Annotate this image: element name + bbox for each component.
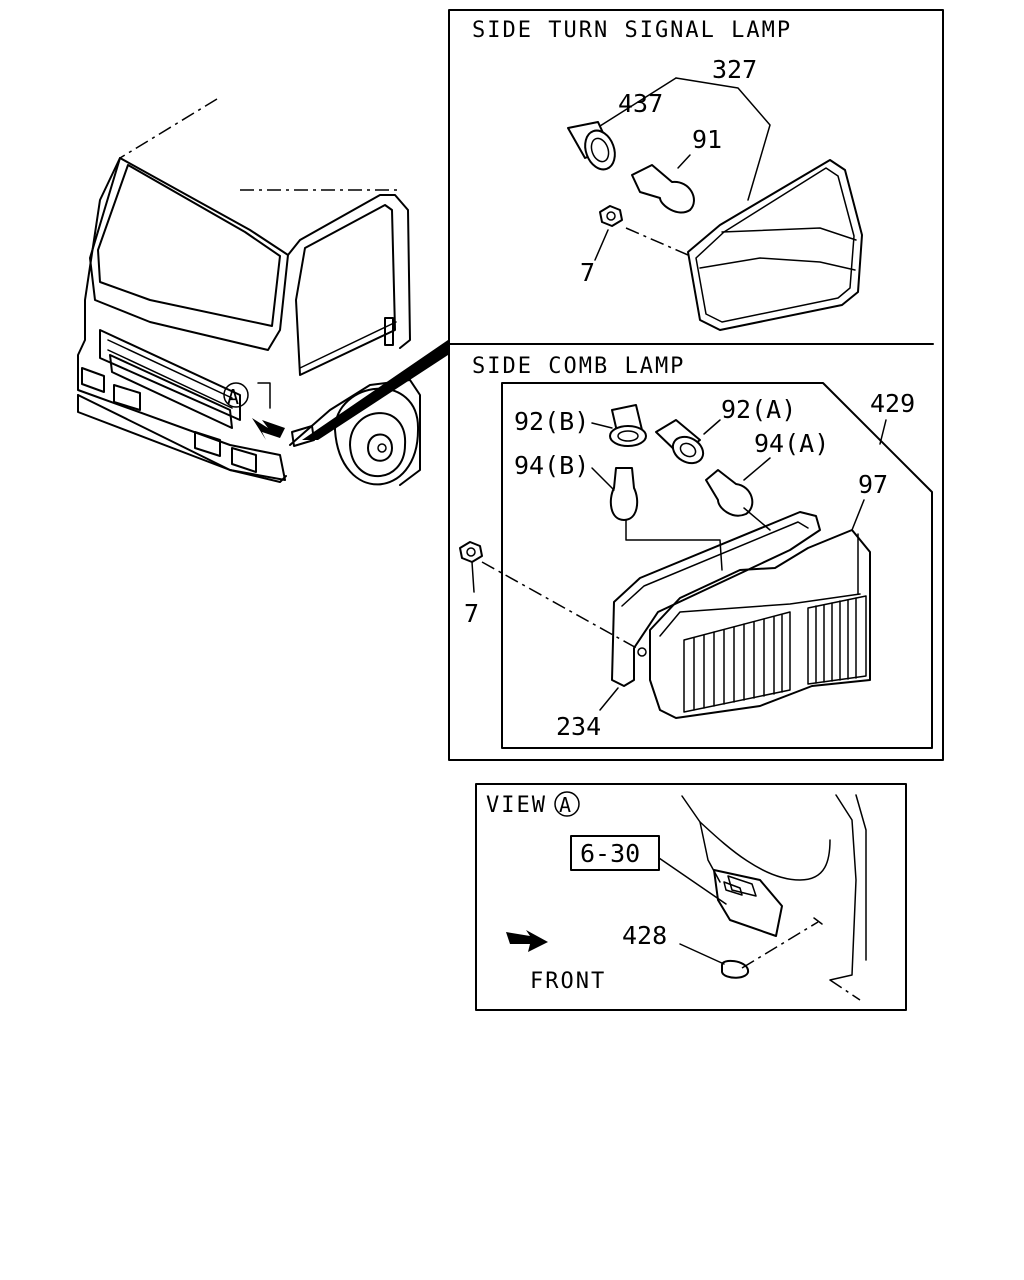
view-marker: A	[559, 793, 571, 817]
view-fender-drawing	[681, 794, 867, 1001]
callout-428: 428	[622, 921, 667, 950]
bulb-91	[631, 164, 695, 214]
callout-94b: 94(B)	[514, 451, 589, 480]
callout-92b: 92(B)	[514, 407, 589, 436]
callout-429: 429	[870, 389, 915, 418]
truck-cab-drawing: A	[77, 98, 448, 486]
view-title: VIEW	[486, 793, 547, 818]
detail-frame	[448, 9, 944, 761]
bulb-94b	[609, 467, 639, 521]
socket-92b	[609, 404, 647, 447]
bulb-94a	[705, 469, 754, 517]
side-turn-title: SIDE TURN SIGNAL LAMP	[472, 18, 792, 43]
side-comb-title: SIDE COMB LAMP	[472, 354, 685, 379]
front-label: FRONT	[530, 969, 606, 994]
reference-box	[570, 835, 660, 871]
nut-7-top	[599, 205, 623, 227]
comb-lamp-housing	[611, 511, 871, 719]
overview-marker: A	[227, 385, 239, 409]
front-arrow-icon	[506, 930, 548, 952]
comb-lamp-assy-frame	[501, 382, 933, 749]
callout-327: 327	[712, 55, 757, 84]
callout-234: 234	[556, 712, 601, 741]
callout-437: 437	[618, 89, 663, 118]
socket-437	[567, 121, 616, 171]
turn-lamp-housing	[687, 159, 863, 331]
callout-91: 91	[692, 125, 722, 154]
callout-7-top: 7	[580, 258, 595, 287]
callout-94a: 94(A)	[754, 429, 829, 458]
nut-7-bottom	[459, 541, 483, 563]
callout-7-bottom: 7	[464, 599, 479, 628]
reference-label: 6-30	[580, 839, 640, 868]
view-frame	[475, 783, 907, 1011]
callout-97: 97	[858, 470, 888, 499]
socket-92a	[655, 419, 705, 465]
view-arrow-icon	[252, 418, 285, 440]
callout-92a: 92(A)	[721, 395, 796, 424]
